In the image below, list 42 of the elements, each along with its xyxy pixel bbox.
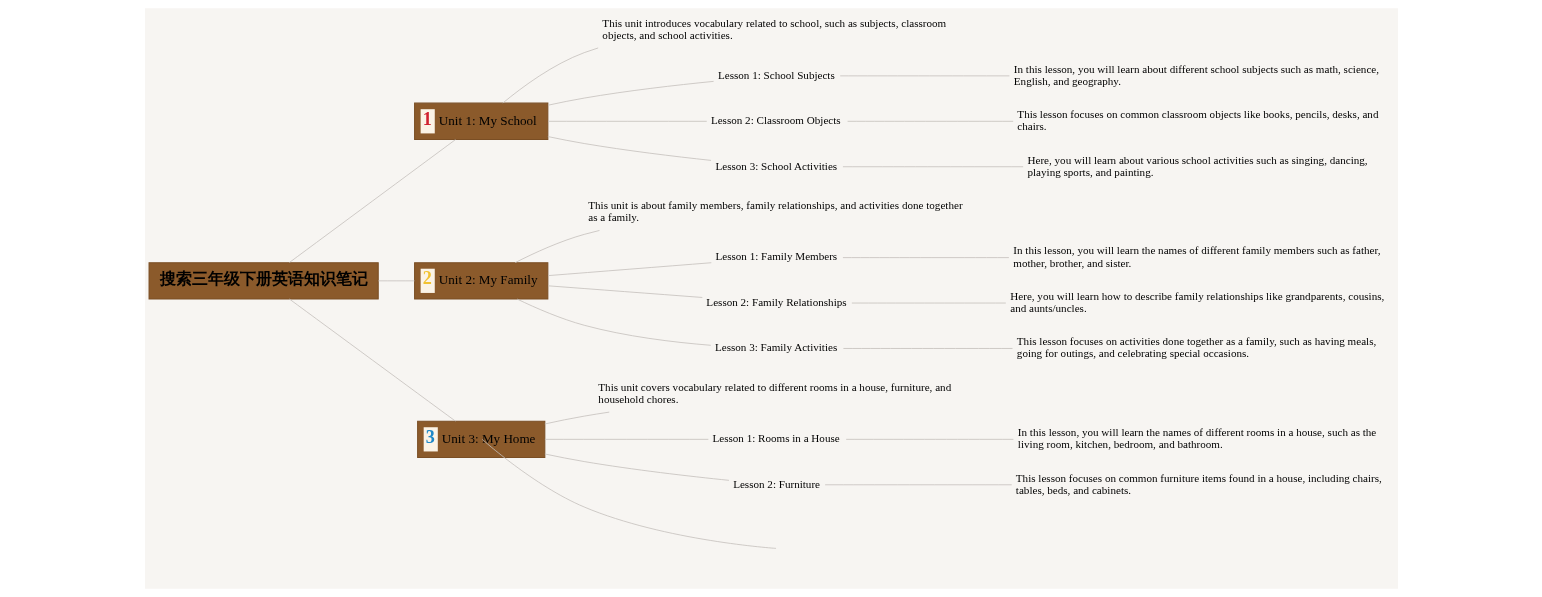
node-text: Lesson 1: Family Members	[714, 250, 837, 263]
connector	[547, 285, 703, 298]
connector	[842, 257, 1009, 258]
node-box: 3 Unit 3: My Home	[416, 420, 545, 459]
node-box: 1 Unit 1: My School	[413, 102, 548, 140]
connector	[845, 438, 1014, 440]
node-text: This unit covers vocabulary related to different rooms in a house, furniture, and household chores.	[597, 380, 951, 405]
node-text: Lesson 1: Rooms in a House	[711, 432, 840, 445]
node-box: 搜索三年级下册英语知识笔记	[148, 262, 379, 300]
node-text: Lesson 1: School Subjects	[717, 68, 835, 81]
connector	[547, 262, 712, 277]
connector	[288, 298, 456, 422]
connector	[546, 136, 711, 161]
connector	[514, 230, 600, 264]
node-text: Lesson 2: Classroom Objects	[710, 114, 841, 127]
node-text: This lesson focuses on common furniture items found in a house, including chairs, tables, beds, and cabinets.	[1015, 471, 1382, 496]
connector	[481, 438, 776, 549]
node-text: In this lesson, you will learn the names of different family members such as father, mother, brother, and sister.	[1012, 244, 1381, 269]
connector	[842, 166, 1024, 168]
connector	[501, 47, 599, 104]
node-text: Here, you will learn how to describe family relationships like grandparents, cousins, and aunts/uncles.	[1009, 289, 1384, 314]
node-text: This unit introduces vocabulary related to school, such as subjects, classroom objects, and school activities.	[601, 17, 946, 42]
connector	[288, 139, 456, 263]
node-box: 2 Unit 2: My Family	[413, 262, 548, 300]
connector	[543, 453, 729, 481]
connector	[543, 411, 610, 425]
node-text: This lesson focuses on common classroom objects like books, pencils, desks, and chairs.	[1016, 108, 1378, 133]
node-text: Lesson 2: Furniture	[732, 477, 820, 490]
node-text: In this lesson, you will learn about different school subjects such as math, science, English, and geography.	[1013, 62, 1379, 87]
node-text: This unit is about family members, family relationships, and activities done together as a family.	[587, 198, 963, 224]
connector	[547, 120, 707, 122]
connector	[547, 80, 714, 106]
node-text: Lesson 3: Family Activities	[714, 341, 837, 354]
node-text: Lesson 3: School Activities	[714, 159, 837, 172]
connector	[544, 438, 709, 440]
connector	[846, 120, 1014, 122]
node-text: Lesson 2: Family Relationships	[705, 295, 847, 308]
connector	[516, 298, 711, 346]
node-text: In this lesson, you will learn the names of different rooms in a house, such as the living room, kitchen, bedroom, and bathroom.	[1017, 426, 1376, 451]
node-text: Here, you will learn about various school activities such as singing, dancing, playing sports, and painting.	[1026, 153, 1368, 178]
node-text: This lesson focuses on activities done together as a family, such as having meals, going for outings, and celebrating special occasions.	[1016, 335, 1376, 360]
connector	[842, 348, 1013, 349]
